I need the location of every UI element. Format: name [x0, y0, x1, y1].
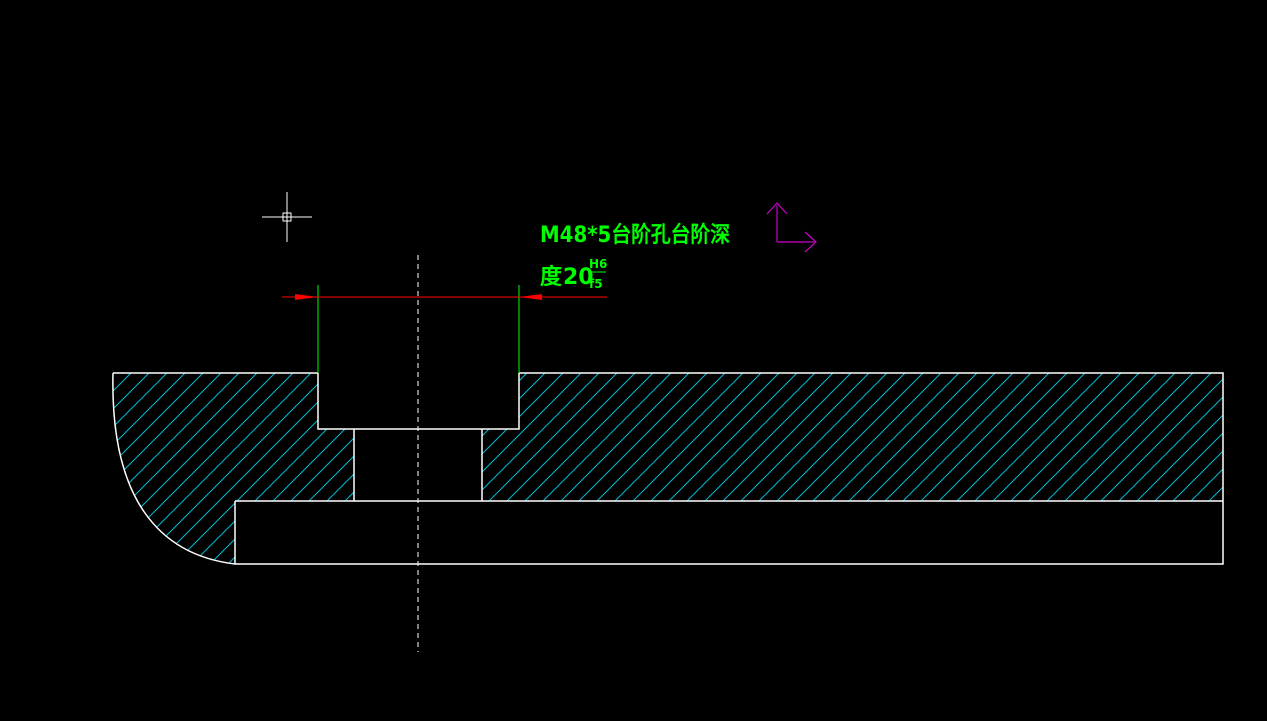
ucs-axis-icon [766, 202, 817, 253]
extension-lines [317, 285, 520, 373]
tolerance-lower: f5 [589, 277, 603, 291]
dimension-annotation[interactable]: M48*5台阶孔台阶深 度 20 H6 f5 [540, 222, 730, 291]
dimension-arrow-right [519, 294, 542, 300]
tolerance-upper: H6 [589, 257, 607, 271]
dimension-arrow-left [295, 294, 318, 300]
annotation-line-2-value: 20 [563, 265, 594, 290]
annotation-line-2-prefix: 度 [540, 264, 563, 290]
through-hole-profile [353, 429, 483, 501]
hatched-section [112, 373, 1224, 564]
dimension-line [282, 294, 607, 300]
crosshair-cursor-icon [262, 192, 312, 242]
annotation-line-1: M48*5台阶孔台阶深 [540, 222, 730, 248]
part-outline [112, 372, 1224, 565]
